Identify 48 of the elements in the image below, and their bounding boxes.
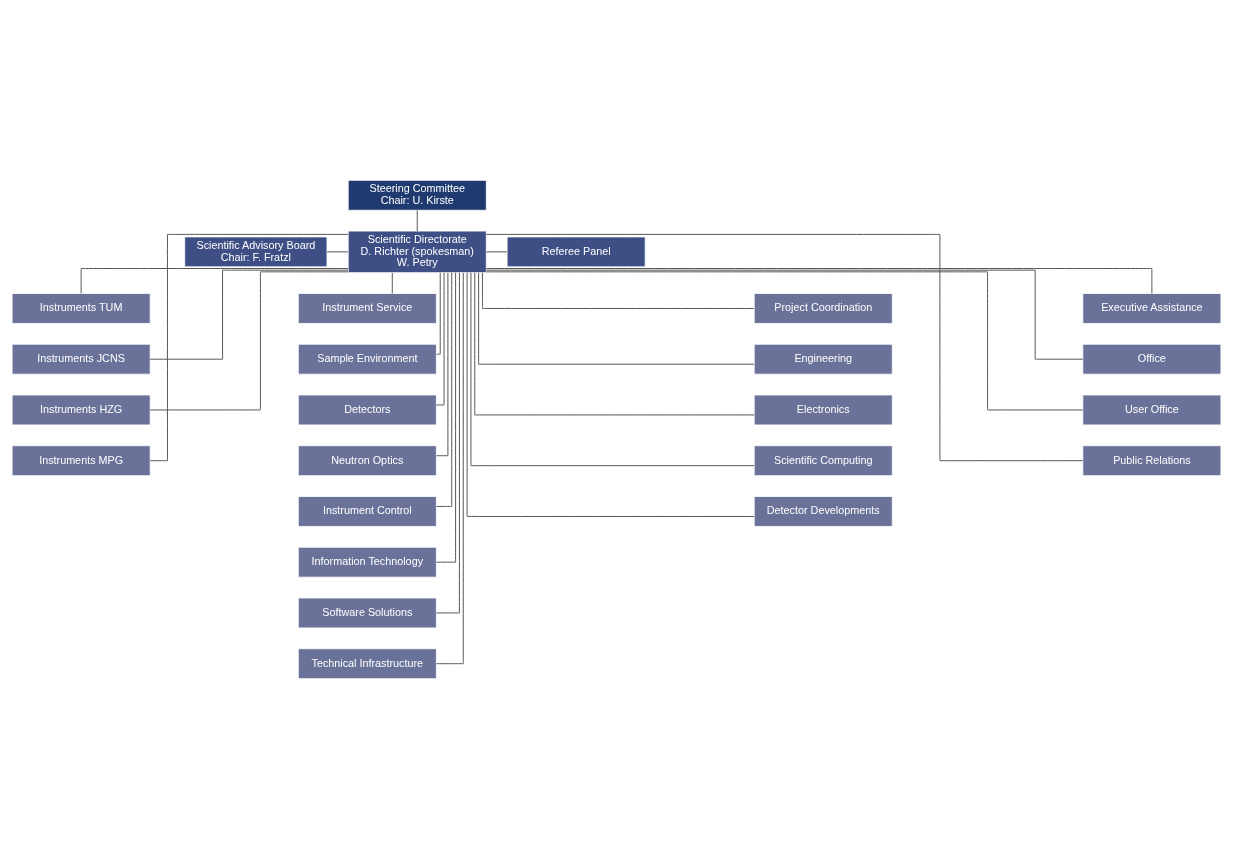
node-box: User Office: [1082, 394, 1222, 425]
node-box: Instruments JCNS: [11, 343, 151, 375]
connector: [470, 271, 755, 466]
node-box: Detector Developments: [753, 495, 893, 527]
node-box: Office: [1082, 343, 1222, 375]
node-box: Instrument Service: [297, 292, 437, 324]
node-box: Instruments TUM: [11, 292, 151, 324]
node-box: Steering Committee Chair: U. Kirste: [347, 179, 487, 211]
node-box: Technical Infrastructure: [297, 647, 437, 679]
connector: [326, 250, 349, 252]
connector: [474, 271, 755, 415]
node-box: Information Technology: [297, 546, 437, 578]
connector: [80, 267, 349, 294]
connector: [436, 271, 453, 507]
node-box: Detectors: [297, 394, 437, 425]
node-box: Executive Assistance: [1082, 292, 1222, 324]
connector: [436, 271, 464, 664]
connector: [466, 271, 755, 517]
node-box: Instrument Control: [297, 495, 437, 527]
node-box: Instruments HZG: [11, 394, 151, 425]
node-box: Scientific Computing: [753, 444, 893, 476]
node-box: Instruments MPG: [11, 444, 151, 476]
node-box: Engineering: [753, 343, 893, 375]
node-box: Project Coordination: [753, 292, 893, 324]
connector: [478, 271, 755, 365]
connector: [485, 270, 1084, 410]
node-box: Electronics: [753, 394, 893, 425]
connector: [435, 271, 460, 613]
node-box: Scientific Directorate D. Richter (spokesman) W. Petry: [347, 230, 487, 273]
connector: [149, 269, 349, 360]
connector: [435, 271, 457, 563]
connector: [391, 271, 393, 294]
connector: [416, 209, 418, 231]
connector: [485, 267, 1153, 294]
connector: [149, 270, 349, 410]
connector: [481, 271, 755, 309]
connector: [436, 271, 449, 456]
node-box: Software Solutions: [297, 597, 437, 628]
node-box: Neutron Optics: [297, 444, 437, 476]
connector: [485, 269, 1084, 360]
node-box: Public Relations: [1082, 444, 1222, 476]
connector: [485, 233, 1084, 461]
node-box: Referee Panel: [506, 236, 646, 267]
node-box: Sample Environment: [297, 343, 437, 375]
connector: [486, 250, 508, 252]
node-box: Scientific Advisory Board Chair: F. Fratzl: [184, 236, 328, 267]
connector: [435, 271, 445, 405]
connector: [436, 271, 441, 355]
